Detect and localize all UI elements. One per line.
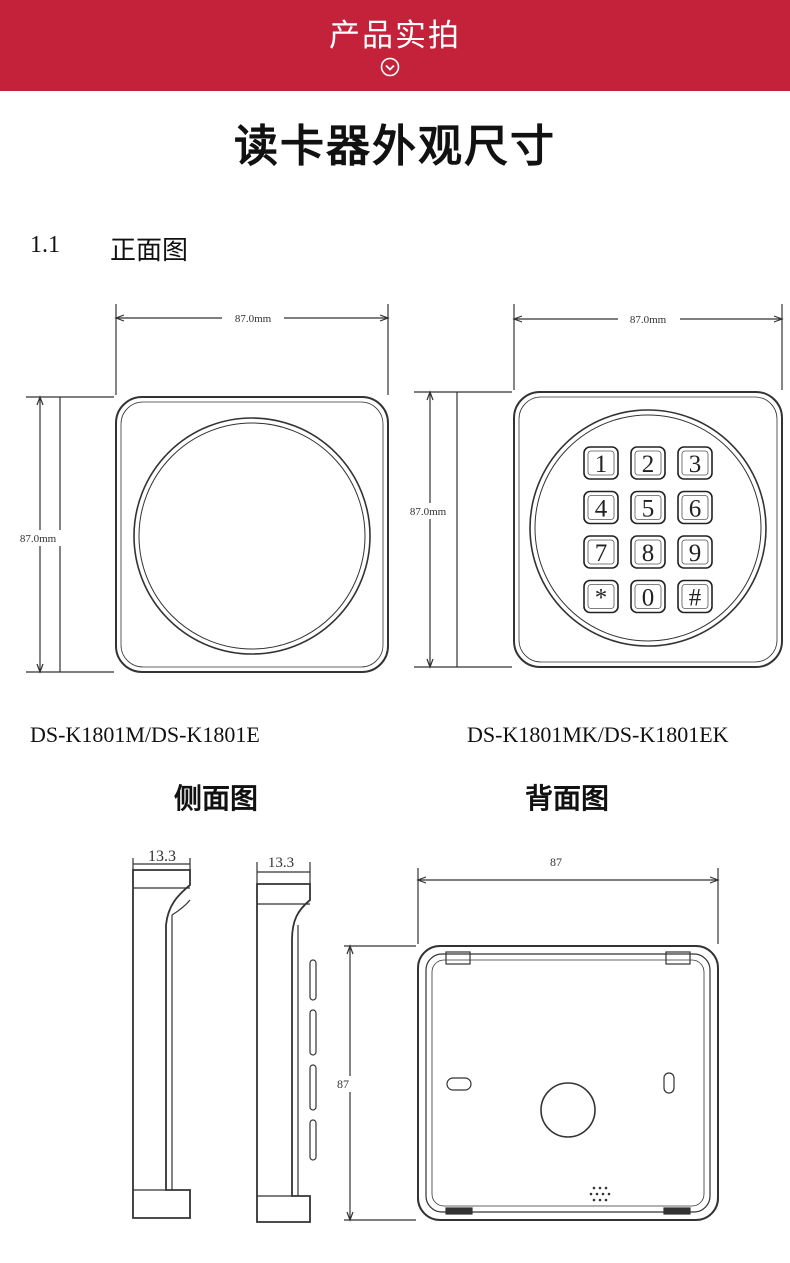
keypad-key-label: 9 [689,540,702,567]
keypad-key [583,535,619,569]
front1-width-label: 87.0mm [235,313,272,325]
side1-depth-label: 13.3 [148,848,176,865]
front1-height-label: 87.0mm [20,533,57,545]
keypad-key [630,535,666,569]
model-label-2: DS-K1801MK/DS-K1801EK [467,722,729,747]
keypad-key-label: * [595,585,608,612]
keypad-key [677,490,713,525]
section-number: 1.1 [30,232,60,258]
keypad-key-inner [634,495,662,520]
keypad-key-inner [634,539,662,565]
keypad-key [630,579,666,614]
keypad-key [583,490,619,525]
keypad-key-label: 4 [595,496,608,523]
model-label-1: DS-K1801M/DS-K1801E [30,722,260,747]
back-width-label: 87 [550,855,562,869]
keypad-key-label: 8 [642,540,655,567]
keypad-key [583,446,619,480]
keypad-key [583,579,619,614]
keypad-key-label: 1 [595,451,608,478]
keypad-key-inner [587,450,615,476]
back-view-title: 背面图 [525,782,610,815]
keypad-key-inner [587,584,615,609]
keypad-key-inner [681,495,709,520]
keypad-key-inner [634,450,662,476]
front-view-keypad-reader [414,304,784,669]
keypad-key-inner [681,450,709,476]
front-view-card-reader [26,304,390,674]
side-view-keypad-reader [256,862,317,1223]
keypad-key-inner [634,584,662,609]
keypad-key-label: 6 [689,496,702,523]
keypad-key-label: 0 [642,585,655,612]
keypad-key [677,579,713,614]
keypad-key [630,490,666,525]
keypad-key-label: 7 [595,540,608,567]
front2-width-label: 87.0mm [630,314,667,326]
keypad-key-label: 3 [689,451,702,478]
keypad-key-inner [587,539,615,565]
keypad-key-inner [681,584,709,609]
keypad-key [677,535,713,569]
keypad-key-inner [587,495,615,520]
back-height-label: 87 [337,1077,349,1091]
keypad-key [630,446,666,480]
keypad-key [677,446,713,480]
chevron-down-circle-icon[interactable] [380,57,400,77]
section-title: 正面图 [110,236,189,266]
side-view-title: 侧面图 [174,782,259,815]
keypad: 1 2 3 4 5 6 7 8 9 * 0 # [583,446,713,614]
header-title: 产品实拍 [329,18,461,54]
keypad-key-label: 5 [642,496,655,523]
side2-depth-label: 13.3 [268,855,294,871]
keypad-key-inner [681,539,709,565]
back-view-reader [344,868,720,1222]
keypad-key-label: 2 [642,451,655,478]
front2-height-label: 87.0mm [410,506,447,518]
side-view-reader [132,858,191,1219]
keypad-key-label: # [689,585,702,612]
header-banner: 产品实拍 [0,0,790,91]
speaker-holes [589,1186,611,1202]
main-title: 读卡器外观尺寸 [234,121,556,172]
